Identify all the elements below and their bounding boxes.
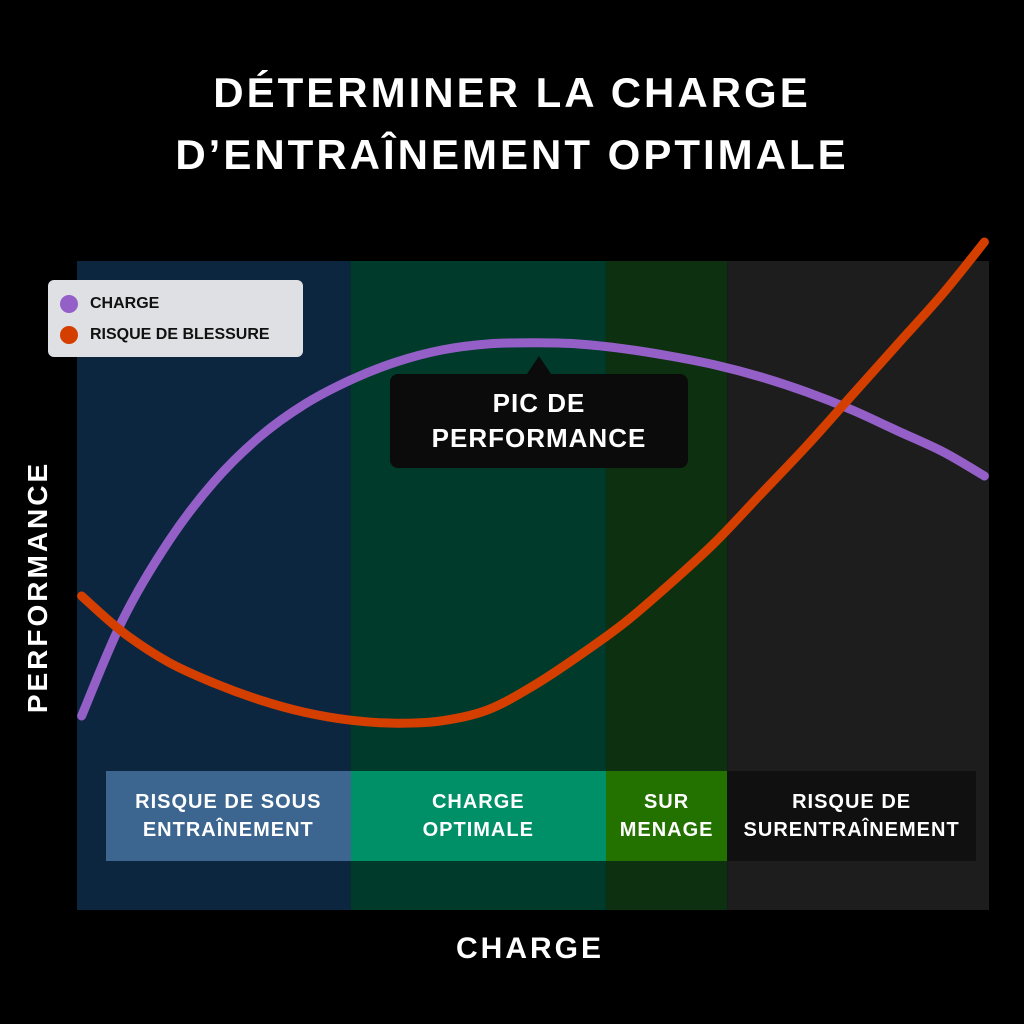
series-line-charge — [77, 338, 989, 721]
zone-label-line: RISQUE DE SOUS — [135, 791, 322, 813]
series-lines — [77, 237, 989, 728]
zone-label-line: OPTIMALE — [422, 819, 534, 841]
legend-item-charge: CHARGE — [60, 288, 291, 319]
peak-callout-line-2: PERFORMANCE — [431, 423, 647, 453]
zone-label-line: RISQUE DE — [792, 791, 912, 813]
legend-label: RISQUE DE BLESSURE — [90, 325, 270, 343]
zone-label-sur-menage: SUR MENAGE — [605, 771, 728, 861]
zone-label-line: MENAGE — [619, 819, 714, 841]
legend-item-risque: RISQUE DE BLESSURE — [60, 319, 291, 350]
chart-title-line-1: DÉTERMINER LA CHARGE — [213, 69, 811, 116]
peak-callout: PIC DE PERFORMANCE — [390, 356, 688, 468]
zone-label-line: CHARGE — [431, 791, 525, 813]
zone-label-surentrainement: RISQUE DE SURENTRAÎNEMENT — [727, 771, 976, 861]
zone-label-line: SURENTRAÎNEMENT — [743, 819, 960, 841]
legend-label: CHARGE — [90, 294, 160, 312]
chart-title-line-2: D’ENTRAÎNEMENT OPTIMALE — [175, 131, 849, 178]
x-axis-label: CHARGE — [455, 932, 604, 965]
zone-label-charge-optimale: CHARGE OPTIMALE — [350, 771, 606, 861]
legend: CHARGE RISQUE DE BLESSURE — [48, 280, 303, 357]
series-line-risque-de-blessure — [77, 237, 989, 728]
zone-label-line: SUR — [643, 791, 690, 813]
legend-dot-icon — [60, 294, 78, 313]
zone-label-line: ENTRAÎNEMENT — [142, 819, 314, 841]
y-axis-label: PERFORMANCE — [22, 460, 53, 714]
zone-label-sous-entrainement: RISQUE DE SOUS ENTRAÎNEMENT — [106, 771, 351, 861]
legend-dot-icon — [60, 325, 78, 344]
chart-title: DÉTERMINER LA CHARGE D’ENTRAÎNEMENT OPTI… — [0, 62, 1024, 186]
peak-callout-line-1: PIC DE — [492, 388, 586, 418]
